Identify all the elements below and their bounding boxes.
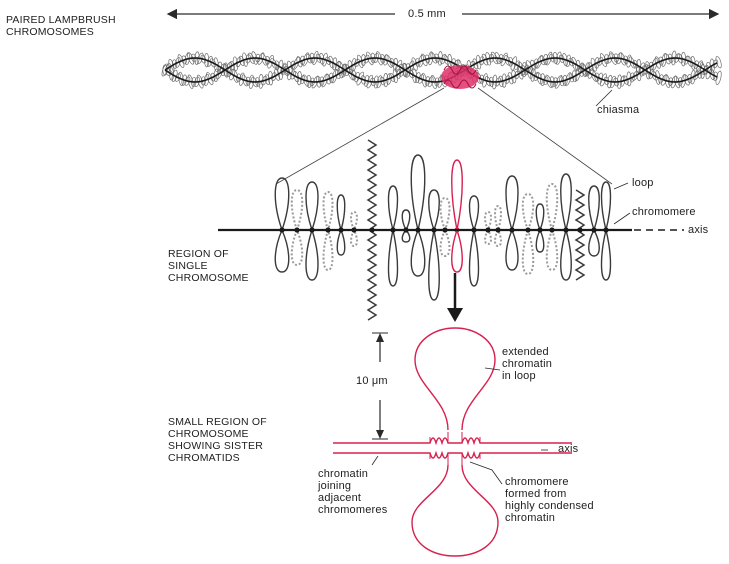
down-arrow-icon: [447, 273, 463, 322]
scale-label: 0.5 mm: [408, 8, 446, 20]
axis-bottom-label: axis: [558, 443, 578, 455]
upper-loop: [415, 328, 495, 430]
chromomere-leader: [614, 213, 630, 224]
chromatin-joining-label: chromatin joining adjacent chromomeres: [318, 468, 387, 516]
paired-lampbrush-label: PAIRED LAMPBRUSH CHROMOSOMES: [6, 14, 116, 38]
axis-top-label: axis: [688, 224, 708, 236]
chromomere-label: chromomere: [632, 206, 696, 218]
chiasma-region: [441, 65, 479, 89]
region-single-label: REGION OF SINGLE CHROMOSOME: [168, 248, 249, 284]
chiasma-label: chiasma: [597, 104, 639, 116]
upper-chromatid: [333, 438, 572, 443]
bottom-leaders: [372, 368, 548, 484]
zoom-lines: [276, 88, 612, 184]
lower-chromatid: [333, 453, 572, 458]
loop-leader: [614, 183, 628, 189]
ten-micron-label: 10 μm: [356, 375, 388, 387]
small-region-label: SMALL REGION OF CHROMOSOME SHOWING SISTE…: [168, 416, 267, 464]
loop-label: loop: [632, 177, 654, 189]
chromomere-formed-label: chromomere formed from highly condensed …: [505, 476, 594, 524]
lower-loop: [412, 465, 498, 556]
paired-chromosomes: [161, 51, 723, 89]
extended-chromatin-label: extended chromatin in loop: [502, 346, 552, 382]
